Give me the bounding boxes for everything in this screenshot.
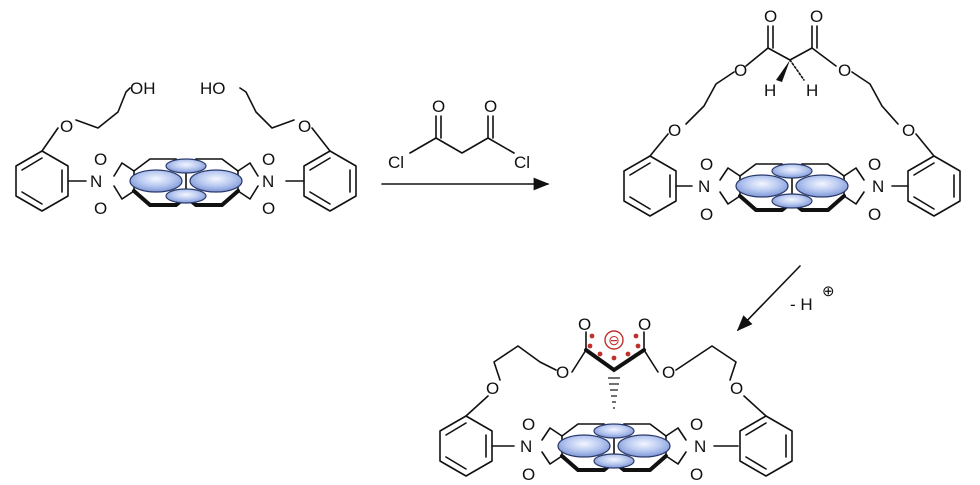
imide-nitrogen-left: N	[698, 177, 710, 196]
ester-carbonyl-oxygen: O	[764, 7, 777, 26]
ether-oxygen-left: O	[668, 121, 681, 140]
imide-oxygen: O	[522, 465, 535, 484]
anion-delocalization-dots	[587, 333, 641, 361]
imide-nitrogen-right: N	[694, 437, 706, 456]
ester-oxygen-left: O	[734, 61, 747, 80]
imide-nitrogen-right: N	[262, 172, 274, 191]
methylene-hydrogen-left: H	[764, 81, 776, 100]
deprotonation-label: - H	[790, 295, 813, 314]
methylene-hydrogen-right: H	[806, 81, 818, 100]
imide-oxygen: O	[94, 199, 107, 218]
imide-oxygen: O	[262, 199, 275, 218]
reagent-chlorine: Cl	[514, 153, 530, 172]
imide-oxygen: O	[868, 155, 881, 174]
imide-oxygen: O	[522, 415, 535, 434]
imide-oxygen: O	[868, 205, 881, 224]
imide-oxygen: O	[94, 150, 107, 169]
imide-nitrogen-right: N	[872, 177, 884, 196]
proton-charge: ⊕	[822, 283, 835, 300]
imide-nitrogen-left: N	[90, 172, 102, 191]
malonate-macrocycle: O O O O H H O O N N O O O O	[623, 7, 961, 224]
ester-carbonyl-oxygen: O	[810, 7, 823, 26]
ether-oxygen-right: O	[298, 117, 311, 136]
reagent-carbonyl-oxygen: O	[484, 97, 497, 116]
ether-oxygen-left: O	[60, 117, 73, 136]
ester-oxygen-right: O	[838, 61, 851, 80]
diol-ndi-molecule: OH HO O O N N O O O O	[15, 79, 357, 218]
ether-oxygen-left: O	[486, 379, 499, 398]
hydroxyl-label-left: OH	[130, 79, 156, 98]
reagent-chlorine: Cl	[388, 153, 404, 172]
imide-oxygen: O	[690, 465, 703, 484]
ester-oxygen-left: O	[556, 363, 569, 382]
enolate-macrocycle: ⊖ O O O O O O N N O O O O	[439, 315, 793, 484]
ether-oxygen-right: O	[902, 121, 915, 140]
imide-oxygen: O	[262, 150, 275, 169]
hydroxyl-label-right: HO	[200, 79, 226, 98]
hashed-bond	[608, 377, 620, 409]
enolate-oxygen: O	[638, 315, 651, 334]
reagent-carbonyl-oxygen: O	[432, 97, 445, 116]
imide-nitrogen-left: N	[520, 437, 532, 456]
anion-charge-circle	[604, 330, 624, 350]
anion-charge: ⊖	[608, 332, 620, 348]
imide-oxygen: O	[700, 205, 713, 224]
reaction-arrow-2	[736, 265, 801, 332]
ether-oxygen-right: O	[730, 379, 743, 398]
malonyl-chloride-reagent: O O Cl Cl	[388, 97, 530, 172]
ester-oxygen-right: O	[662, 363, 675, 382]
imide-oxygen: O	[700, 155, 713, 174]
imide-oxygen: O	[690, 415, 703, 434]
enolate-oxygen: O	[578, 315, 591, 334]
